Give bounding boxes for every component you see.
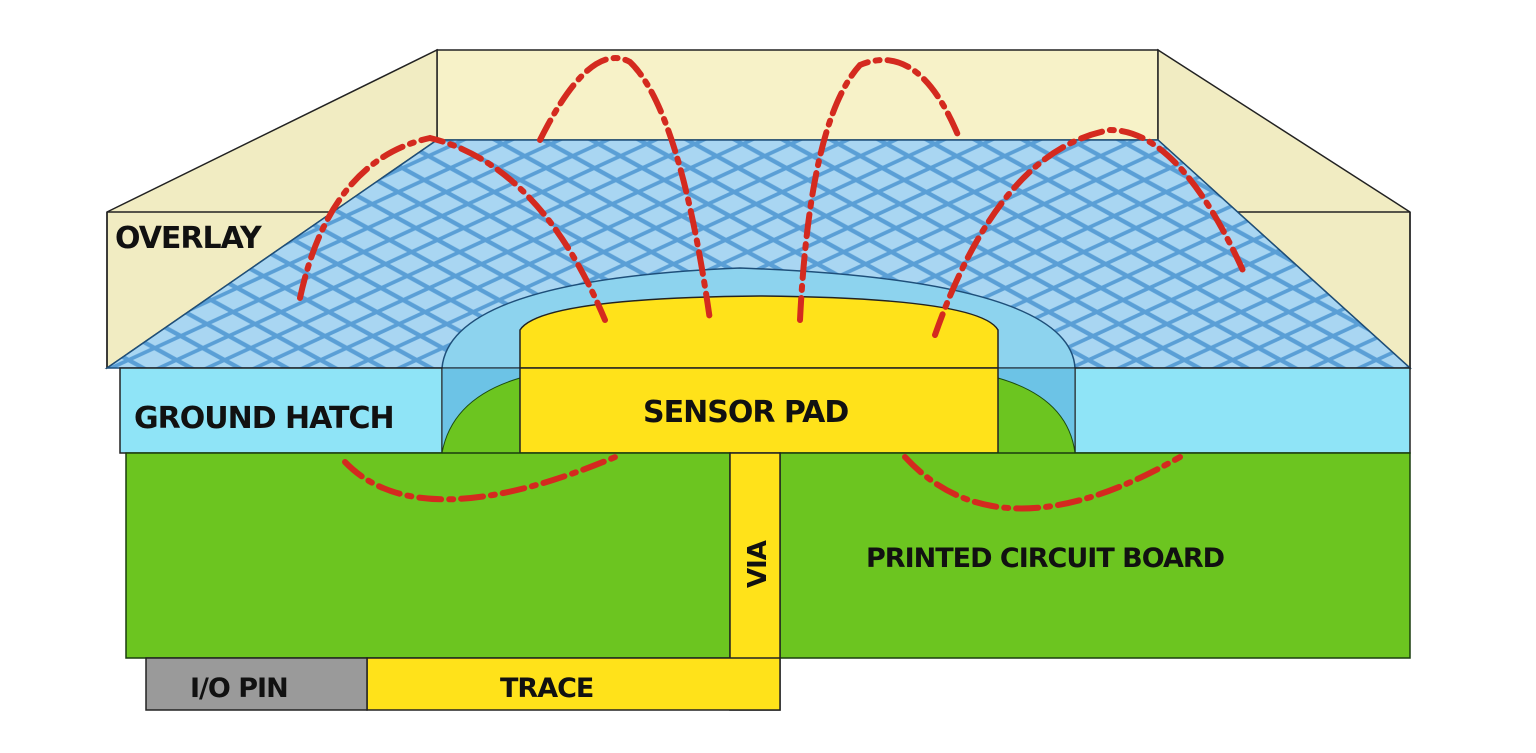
pcb-block [125,452,1411,711]
label-sensor-pad: SENSOR PAD [643,395,848,430]
label-ground-hatch: GROUND HATCH [134,401,394,436]
label-overlay: OVERLAY [115,221,263,256]
label-trace: TRACE [500,673,593,704]
field-lines [297,55,1248,512]
io-pin [145,657,368,711]
overlay-box [106,48,1411,370]
label-io-pin: I/O PIN [190,673,288,704]
front-face-upper [119,367,1411,454]
ground-hatch-top [104,139,1412,369]
label-via: VIA [743,540,773,588]
label-pcb: PRINTED CIRCUIT BOARD [866,543,1224,574]
trace [366,657,781,711]
